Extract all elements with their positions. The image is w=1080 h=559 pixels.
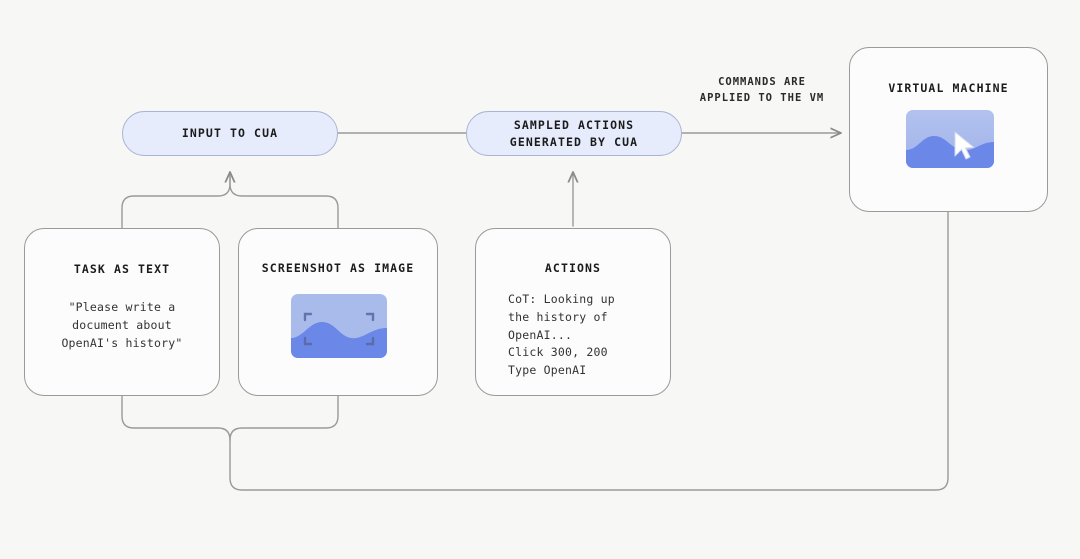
screenshot-as-image-title: SCREENSHOT AS IMAGE bbox=[261, 261, 415, 275]
task-as-text-title: TASK AS TEXT bbox=[73, 262, 171, 276]
task-as-text-body: "Please write a document about OpenAI's … bbox=[61, 300, 183, 350]
node-input-to-cua[interactable]: INPUT TO CUA bbox=[122, 111, 338, 156]
wire-feedback-to-task bbox=[121, 395, 231, 441]
actions-title: ACTIONS bbox=[544, 261, 602, 275]
wire-screenshot-to-input bbox=[229, 175, 339, 229]
actions-body: CoT: Looking up the history of OpenAI...… bbox=[508, 292, 615, 378]
input-to-cua-label: INPUT TO CUA bbox=[181, 126, 279, 141]
virtual-machine-screenshot-thumbnail bbox=[906, 110, 994, 168]
node-sampled-actions[interactable]: SAMPLED ACTIONS GENERATED BY CUA bbox=[466, 111, 682, 156]
node-task-as-text[interactable]: TASK AS TEXT "Please write a document ab… bbox=[24, 228, 220, 396]
wire-feedback-to-screenshot bbox=[229, 395, 339, 441]
edge-label-commands-applied-to-vm: COMMANDS ARE APPLIED TO THE VM bbox=[699, 76, 825, 104]
screenshot-crop-frame-thumbnail bbox=[291, 294, 387, 358]
node-actions[interactable]: ACTIONS CoT: Looking up the history of O… bbox=[475, 228, 671, 396]
node-screenshot-as-image[interactable]: SCREENSHOT AS IMAGE bbox=[238, 228, 438, 396]
sampled-actions-label: SAMPLED ACTIONS GENERATED BY CUA bbox=[509, 117, 639, 149]
wire-task-to-input bbox=[121, 172, 230, 229]
node-virtual-machine[interactable]: VIRTUAL MACHINE bbox=[849, 47, 1048, 212]
virtual-machine-title: VIRTUAL MACHINE bbox=[888, 81, 1009, 95]
